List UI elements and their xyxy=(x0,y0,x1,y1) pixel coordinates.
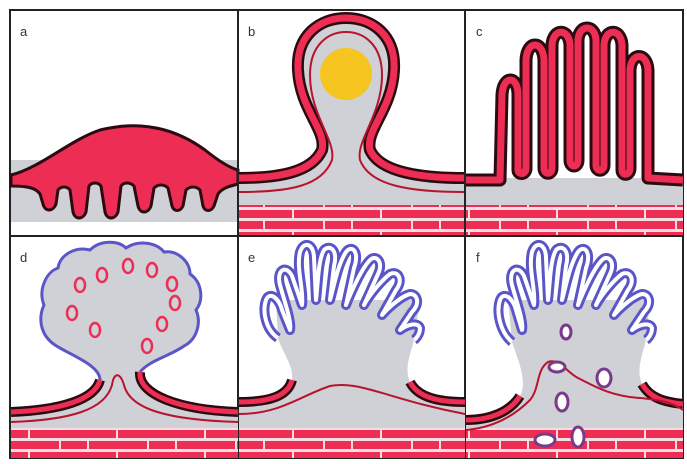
brick-layer xyxy=(239,205,465,235)
invading-cell xyxy=(561,325,571,339)
brick-layer xyxy=(466,205,683,235)
invading-cell xyxy=(556,393,568,411)
brick-layer xyxy=(239,428,465,458)
invading-cell xyxy=(572,427,584,447)
invading-cell xyxy=(535,434,555,446)
panel-label: d xyxy=(20,250,27,265)
brick-layer xyxy=(11,428,238,458)
invading-cell xyxy=(597,369,611,387)
panel-label: c xyxy=(476,24,483,39)
invading-cell xyxy=(549,362,565,372)
panel-label: e xyxy=(248,250,255,265)
panel-label: a xyxy=(20,24,28,39)
panel-label: f xyxy=(476,250,480,265)
panel-label: b xyxy=(248,24,255,39)
yellow-core xyxy=(320,48,372,100)
